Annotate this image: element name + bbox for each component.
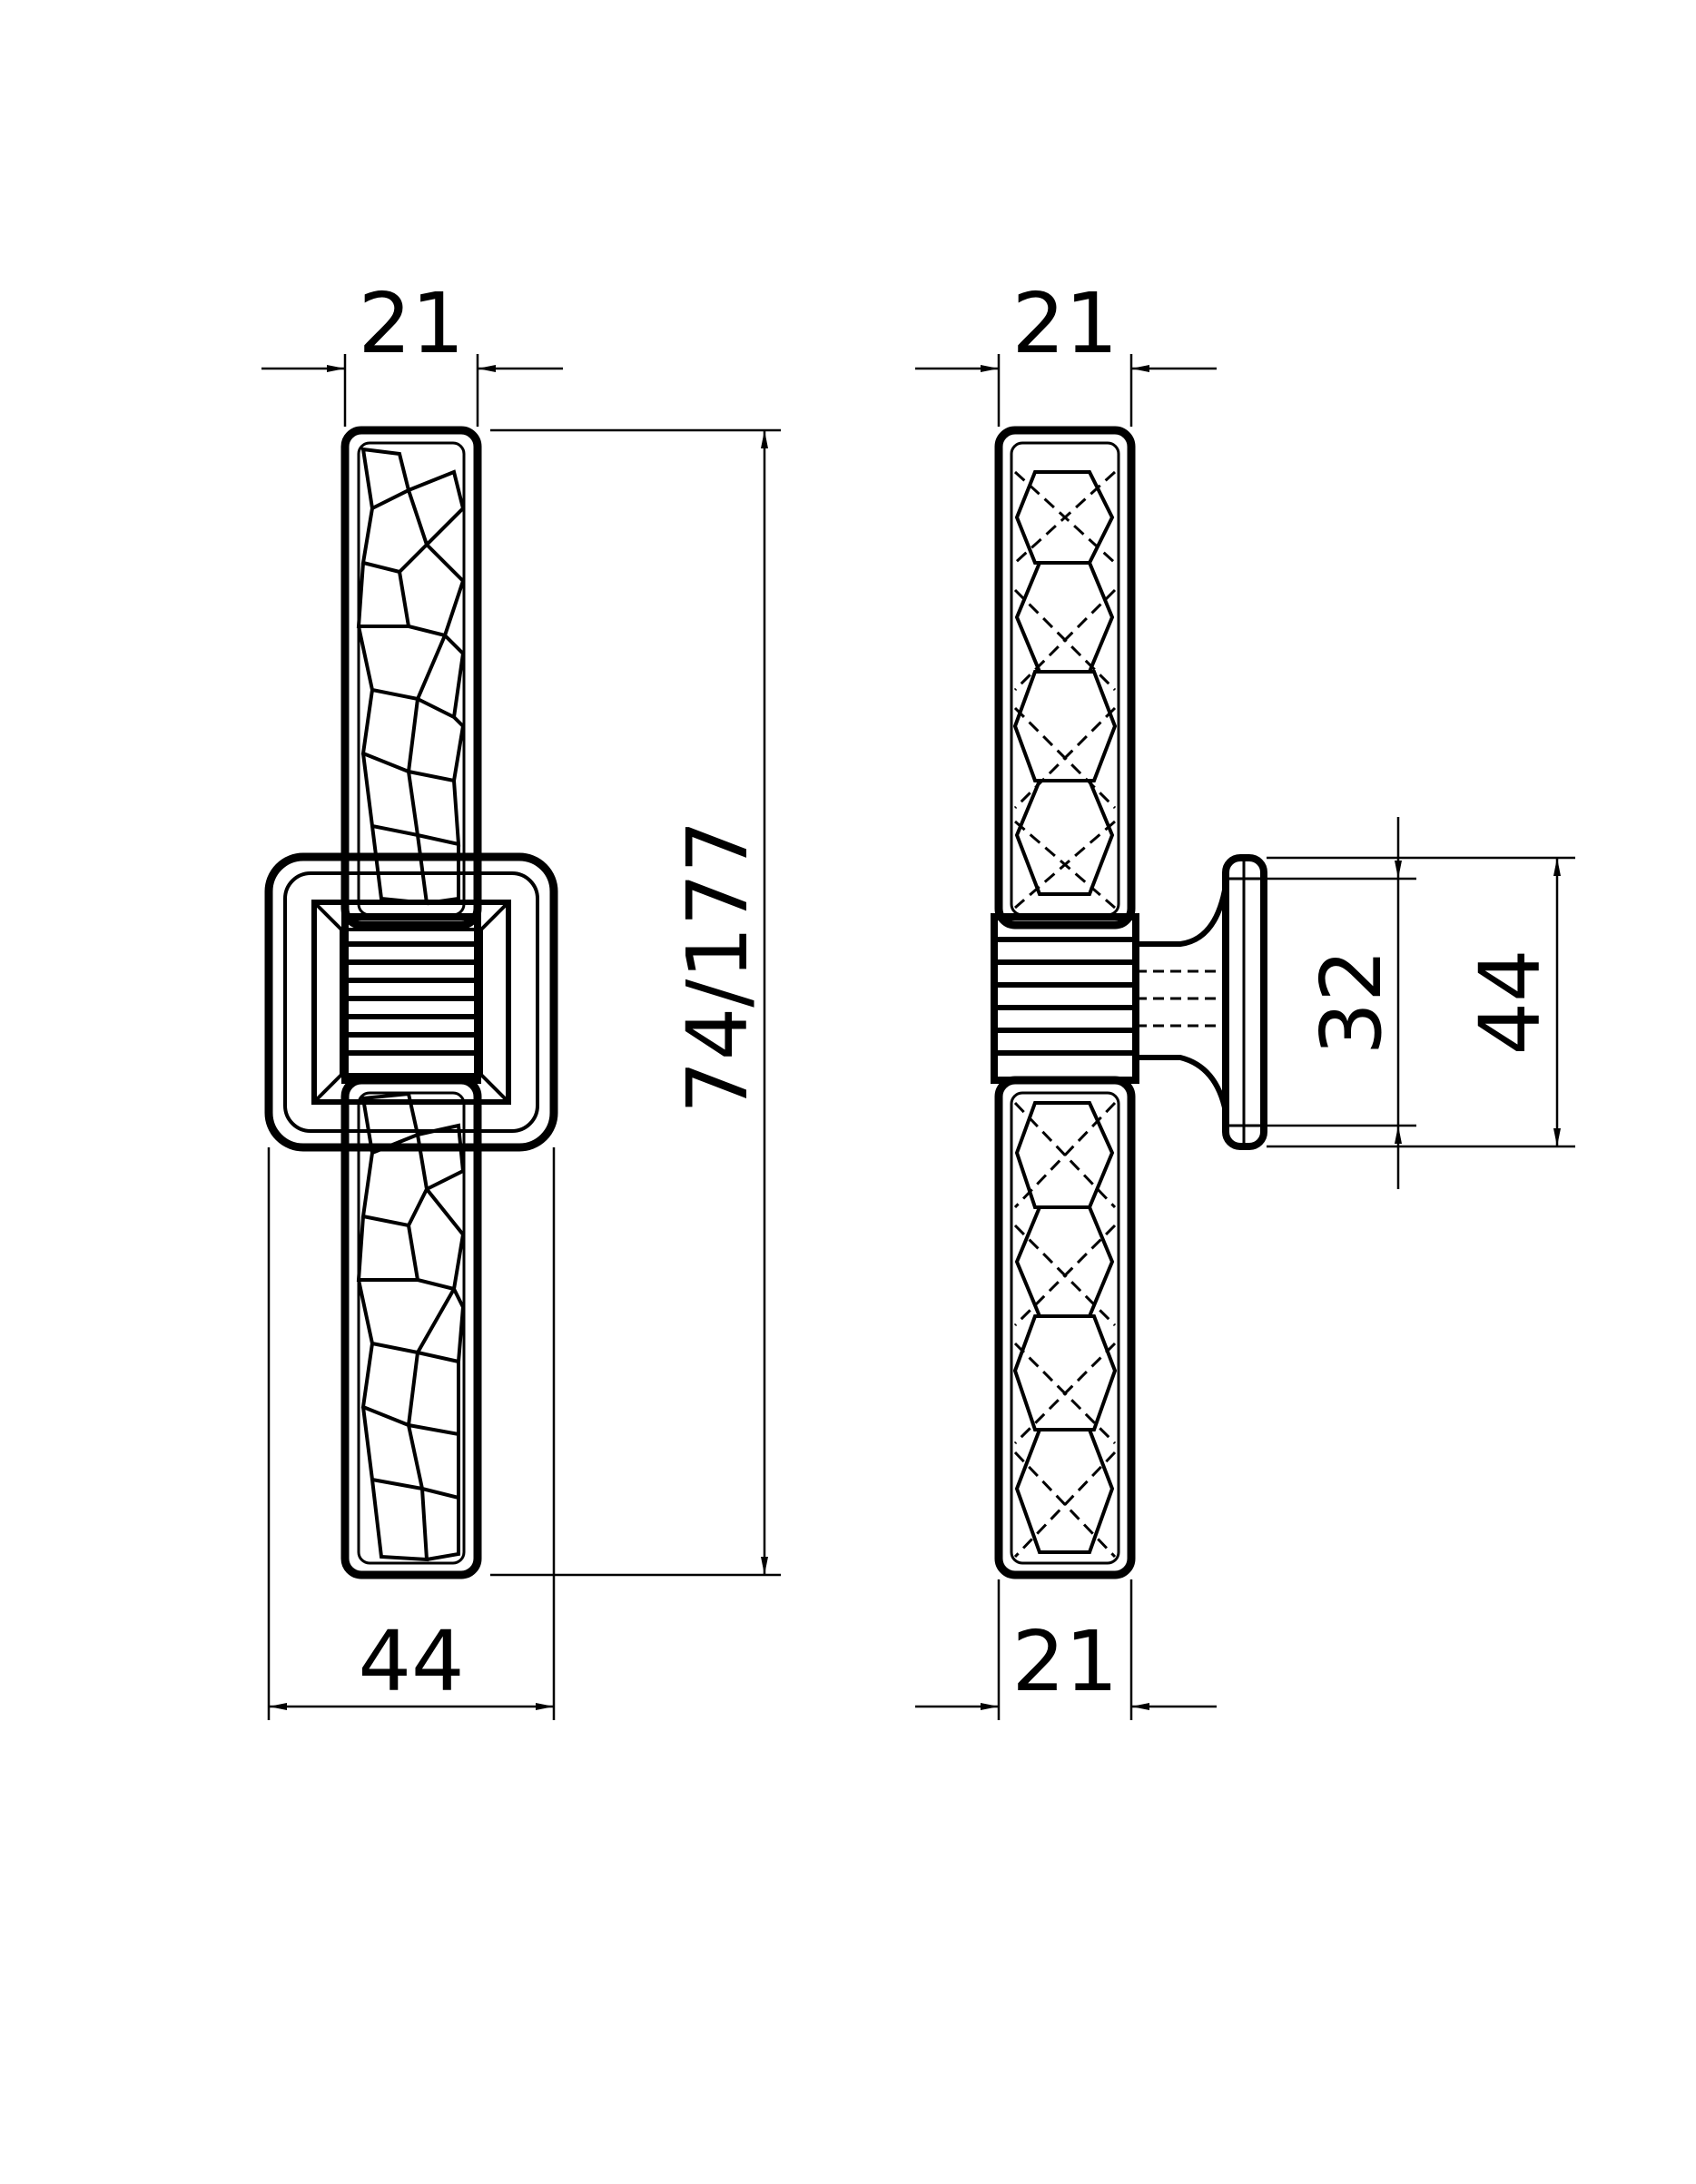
front-upper-bar: [340, 426, 482, 930]
front-rosette-bevel: [312, 900, 510, 1104]
side-lower-bar-inner: [1010, 1091, 1120, 1565]
side-base-plate-detail: [1226, 858, 1264, 1146]
side-outer-label: 44: [1462, 949, 1559, 1055]
side-stem-hidden: [1136, 969, 1221, 1028]
side-inner-label: 32: [1303, 949, 1400, 1055]
front-lower-texture: [356, 1091, 466, 1562]
front-rosette-inner: [311, 900, 511, 1105]
front-upper-texture: [356, 447, 466, 906]
side-top-width-label: 21: [1011, 275, 1118, 372]
front-collar-ribs: [345, 941, 478, 1056]
front-rosette-mid: [283, 871, 539, 1133]
side-bottom-width-label: 21: [1011, 1613, 1118, 1710]
front-rosette-outer: [264, 852, 558, 1152]
side-upper-texture-hidden: [1013, 470, 1117, 910]
front-lower-bar-inner: [357, 1091, 466, 1565]
side-stem: [1136, 871, 1228, 1113]
front-view: 21 74/177 44: [261, 275, 781, 1720]
side-lower-texture-hidden: [1013, 1101, 1117, 1559]
side-lower-texture: [1012, 1101, 1118, 1554]
side-upper-bar: [994, 426, 1136, 930]
side-collar-ribs: [994, 937, 1136, 1056]
side-view: 21 21 32 44: [915, 275, 1575, 1720]
front-height-label: 74/177: [669, 820, 766, 1114]
side-upper-texture: [1012, 470, 1118, 896]
front-top-width-label: 21: [358, 275, 464, 372]
front-bottom-width-label: 44: [358, 1613, 464, 1710]
